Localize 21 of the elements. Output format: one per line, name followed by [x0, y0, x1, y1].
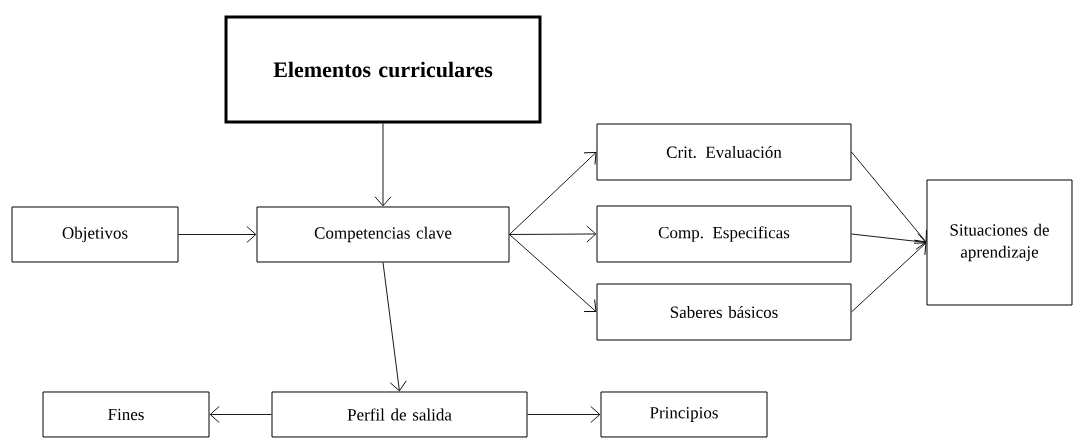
arrow: [851, 242, 927, 313]
arrow: [527, 406, 601, 423]
arrow: [509, 152, 597, 235]
arrow: [509, 225, 597, 243]
arrow: [209, 406, 272, 423]
process-box: Competencias clave: [256, 206, 510, 263]
arrow: [851, 151, 927, 243]
arrow: [509, 234, 597, 312]
process-box: Perfil de salida: [271, 391, 528, 438]
arrow: [374, 123, 392, 207]
process-box: Crit. Evaluación: [596, 123, 852, 181]
title-box: Elementos curriculares: [224, 15, 542, 124]
process-box: Fines: [42, 391, 210, 438]
process-box: Principios: [600, 391, 768, 438]
process-box: Situaciones de aprendizaje: [926, 179, 1073, 306]
arrow: [382, 262, 407, 392]
process-box: Objetivos: [11, 206, 179, 263]
process-box: Comp. Especificas: [596, 205, 852, 263]
arrow: [178, 226, 257, 243]
arrow: [851, 233, 927, 250]
process-box: Saberes básicos: [596, 283, 852, 341]
